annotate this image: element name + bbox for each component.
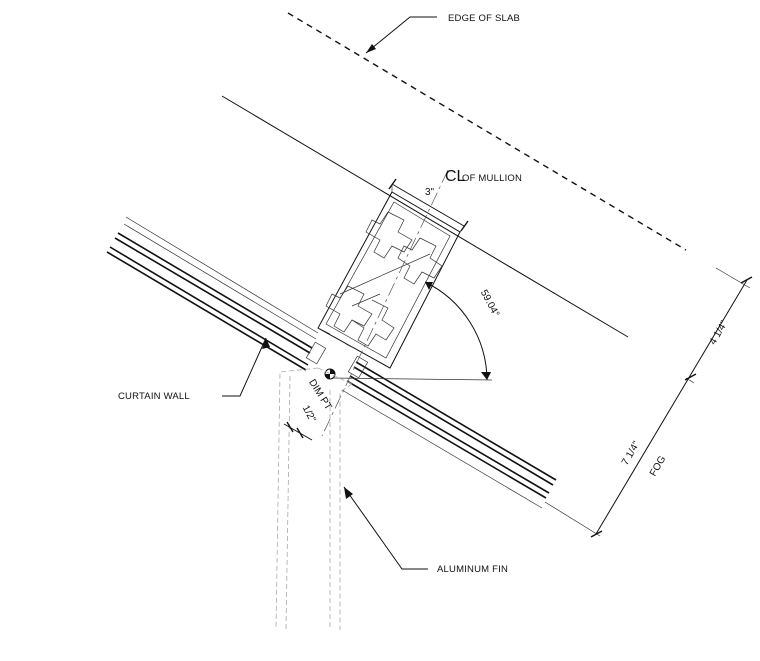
- aluminum-fin-arrowhead: [344, 487, 353, 499]
- angle-dimension: [331, 281, 493, 381]
- of-mullion-label: OF MULLION: [462, 173, 522, 184]
- edge-of-slab-line: [287, 12, 687, 251]
- fin-offset-dimension: [283, 421, 313, 441]
- curtain-wall-leader: [222, 337, 267, 397]
- mullion-profile: [305, 191, 461, 379]
- fin-offset-text: 1/2": [300, 404, 318, 425]
- centerline-symbol: CL: [445, 168, 466, 185]
- curtain-wall-right: [341, 361, 557, 509]
- dim-point-symbol: [324, 368, 336, 380]
- fog-label: FOG: [648, 454, 668, 478]
- curtain-wall-left: [106, 216, 319, 371]
- aluminum-fin: [275, 367, 353, 631]
- edge-of-slab-leader: [365, 16, 437, 54]
- dim-upper-text: 4 1/4": [708, 319, 731, 347]
- mullion-centerline: [321, 169, 449, 437]
- dim-lower-text: 7 1/4": [620, 439, 643, 467]
- mullion-width-dimension: [388, 178, 469, 233]
- curtain-wall-arrowhead: [262, 338, 270, 349]
- angle-text: 59.04°: [478, 288, 501, 319]
- edge-of-slab-label: EDGE OF SLAB: [448, 13, 520, 24]
- curtain-wall-label: CURTAIN WALL: [118, 391, 190, 402]
- aluminum-fin-label: ALUMINUM FIN: [437, 564, 508, 575]
- slab-face-line: [221, 95, 629, 338]
- mullion-width-text: 3": [425, 187, 435, 198]
- fog-dimension-string: [544, 267, 753, 538]
- aluminum-fin-leader: [343, 486, 428, 570]
- edge-of-slab-arrowhead: [366, 44, 376, 53]
